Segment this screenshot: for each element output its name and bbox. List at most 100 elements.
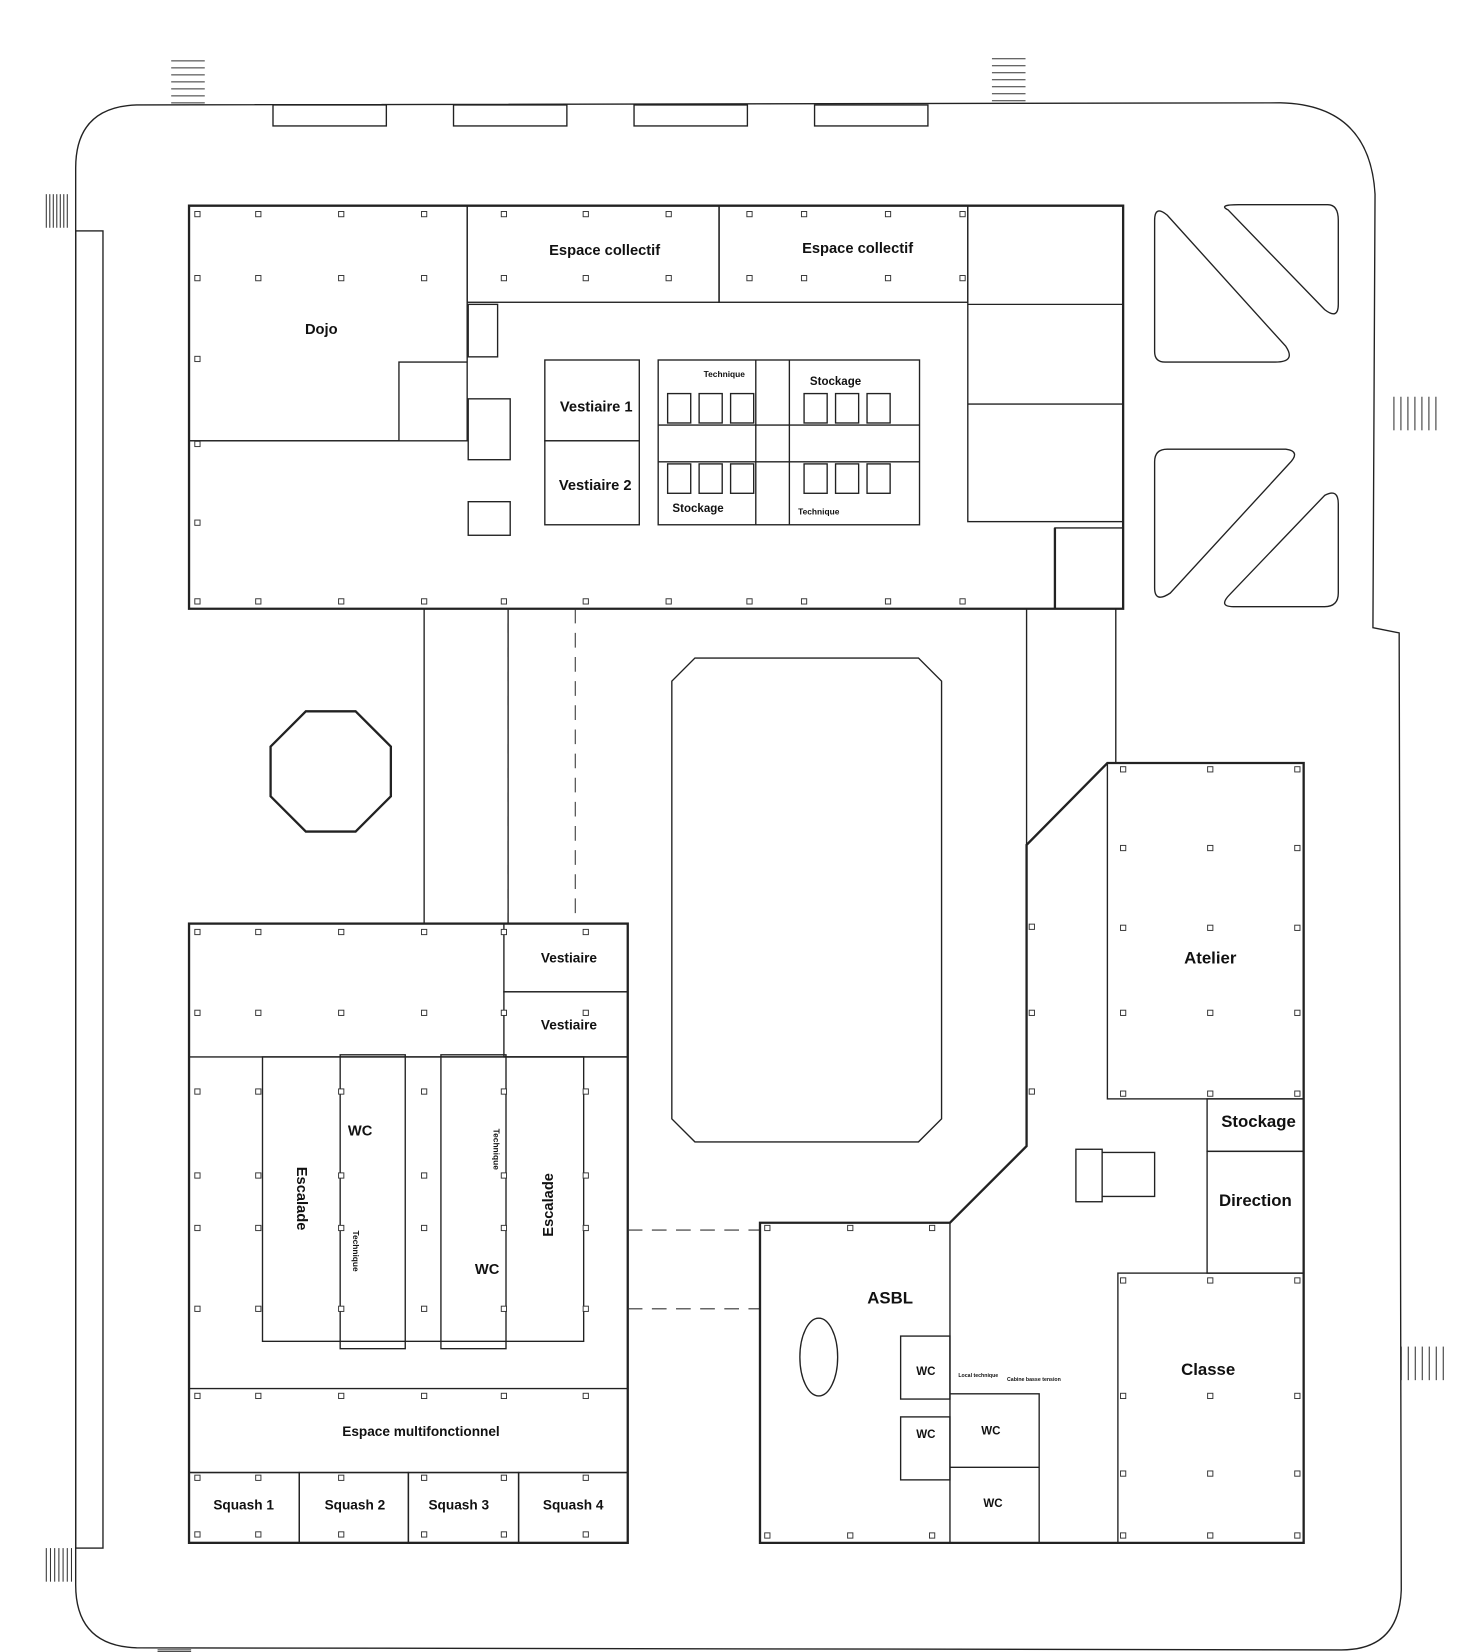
column bbox=[1207, 1532, 1214, 1539]
column bbox=[746, 598, 753, 605]
label-technique-1: Technique bbox=[704, 369, 746, 379]
column bbox=[421, 1531, 428, 1538]
column bbox=[800, 211, 808, 218]
label-espace-collectif-1: Espace collectif bbox=[549, 243, 660, 259]
label-direction: Direction bbox=[1219, 1191, 1292, 1210]
column bbox=[500, 598, 507, 605]
column bbox=[255, 1088, 262, 1095]
bike-racks bbox=[45, 58, 1444, 1652]
label-classe: Classe bbox=[1181, 1360, 1235, 1379]
pavilion bbox=[269, 710, 393, 833]
label-technique-4: Technique bbox=[351, 1230, 361, 1272]
column bbox=[847, 1224, 854, 1232]
label-cabine: Cabine basse tension bbox=[1007, 1377, 1061, 1383]
column bbox=[582, 598, 589, 605]
column bbox=[194, 1224, 201, 1232]
column bbox=[582, 1009, 589, 1016]
column bbox=[338, 1392, 345, 1400]
column bbox=[582, 1474, 589, 1481]
column bbox=[500, 1392, 507, 1400]
column bbox=[582, 211, 589, 218]
column bbox=[421, 598, 428, 605]
column bbox=[255, 1172, 262, 1179]
elevators bbox=[467, 303, 511, 536]
label-wc-2: WC bbox=[475, 1262, 500, 1278]
column bbox=[1028, 1088, 1035, 1095]
label-atelier: Atelier bbox=[1184, 948, 1237, 967]
label-dojo: Dojo bbox=[305, 322, 338, 338]
column bbox=[500, 1305, 507, 1312]
column bbox=[194, 275, 201, 282]
column bbox=[1120, 1392, 1127, 1400]
column bbox=[338, 598, 345, 605]
room-atelier bbox=[1106, 762, 1305, 1100]
column bbox=[338, 1531, 345, 1538]
column bbox=[1120, 1470, 1127, 1477]
column bbox=[194, 1531, 201, 1538]
column bbox=[338, 1224, 345, 1232]
column bbox=[421, 1009, 428, 1016]
column bbox=[582, 1172, 589, 1179]
column bbox=[884, 275, 892, 282]
column bbox=[959, 211, 966, 218]
column bbox=[582, 1305, 589, 1312]
column bbox=[1120, 766, 1127, 773]
column bbox=[500, 1531, 507, 1538]
column bbox=[421, 928, 428, 936]
room-classe bbox=[1117, 1272, 1305, 1544]
column bbox=[959, 598, 966, 605]
label-vestiaire-a: Vestiaire bbox=[541, 950, 597, 965]
column bbox=[1294, 1470, 1301, 1477]
column bbox=[421, 275, 428, 282]
column bbox=[500, 1172, 507, 1179]
column bbox=[1207, 1470, 1214, 1477]
column bbox=[255, 1009, 262, 1016]
column bbox=[500, 928, 507, 936]
column bbox=[1120, 844, 1127, 852]
column bbox=[1120, 1277, 1127, 1284]
label-escalade-1: Escalade bbox=[293, 1167, 309, 1231]
meeting-table bbox=[799, 1317, 839, 1397]
column bbox=[194, 598, 201, 605]
column bbox=[338, 1474, 345, 1481]
column bbox=[1207, 1090, 1214, 1097]
column bbox=[194, 519, 201, 526]
column bbox=[194, 211, 201, 218]
label-vestiaire-2: Vestiaire 2 bbox=[559, 478, 632, 494]
column bbox=[800, 598, 808, 605]
column bbox=[255, 275, 262, 282]
column bbox=[421, 1392, 428, 1400]
column bbox=[1294, 1277, 1301, 1284]
column bbox=[338, 1172, 345, 1179]
column bbox=[959, 275, 966, 282]
column bbox=[1207, 844, 1214, 852]
column bbox=[1207, 766, 1214, 773]
column bbox=[582, 1392, 589, 1400]
column bbox=[500, 1474, 507, 1481]
label-stockage-1: Stockage bbox=[810, 376, 862, 388]
column bbox=[421, 211, 428, 218]
column bbox=[582, 1224, 589, 1232]
column bbox=[255, 1305, 262, 1312]
column bbox=[582, 1088, 589, 1095]
column bbox=[338, 928, 345, 936]
corridor bbox=[423, 608, 1117, 924]
column bbox=[194, 1088, 201, 1095]
left-building: Vestiaire Vestiaire WC WC Escalade Escal… bbox=[187, 922, 629, 1545]
column bbox=[582, 1531, 589, 1538]
column bbox=[665, 275, 672, 282]
column bbox=[1294, 844, 1301, 852]
label-technique-3: Technique bbox=[491, 1129, 501, 1171]
column bbox=[1207, 1009, 1214, 1016]
column bbox=[500, 1088, 507, 1095]
connector-dashed bbox=[627, 1229, 760, 1310]
column bbox=[665, 211, 672, 218]
column bbox=[1120, 1532, 1127, 1539]
label-local-technique: Local technique bbox=[958, 1373, 998, 1379]
column bbox=[255, 211, 262, 218]
room-direction bbox=[1206, 1150, 1305, 1274]
column bbox=[194, 1392, 201, 1400]
column bbox=[500, 1009, 507, 1016]
parking-islands bbox=[1153, 203, 1339, 608]
label-squash-3: Squash 3 bbox=[428, 1497, 489, 1512]
